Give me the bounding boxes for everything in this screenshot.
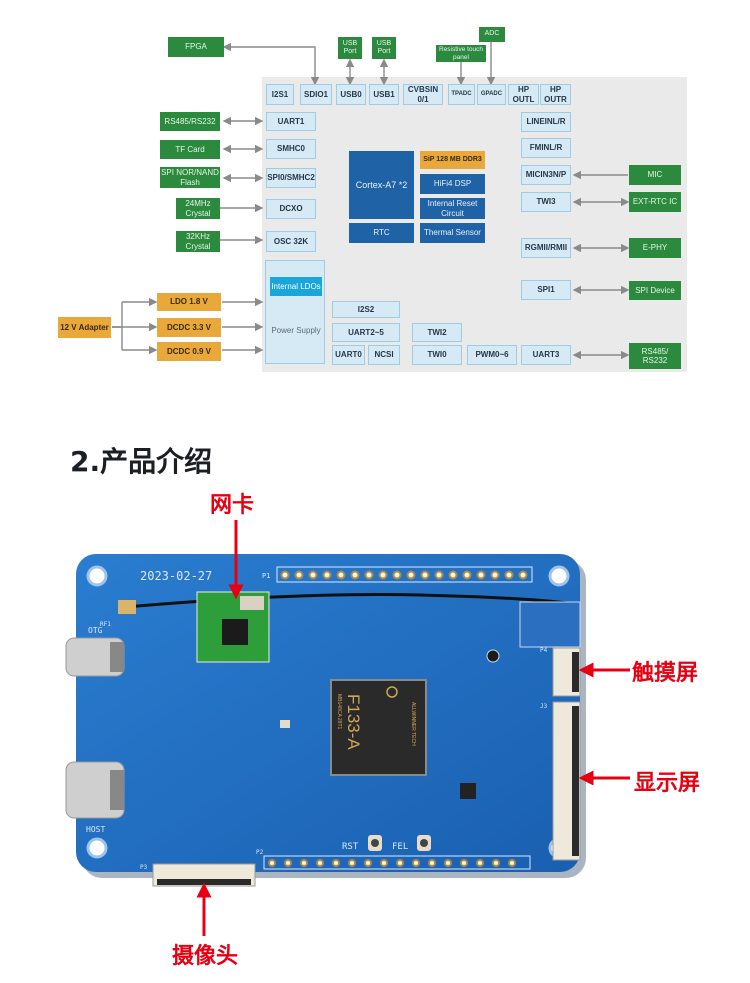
power-supply-label: Power Supply <box>271 326 321 336</box>
silk-p3: P3 <box>140 864 148 871</box>
line-adapter-trunk <box>112 302 123 350</box>
hifi4-dsp-block: HiFi4 DSP <box>420 174 485 194</box>
tf-card-box: TF Card <box>160 140 220 159</box>
dcxo-block: DCXO <box>266 199 316 219</box>
adc-box: ADC <box>479 27 505 42</box>
uart1-block: UART1 <box>266 112 316 131</box>
ext-rtc-box: EXT-RTC IC <box>629 192 681 212</box>
silk-rst: RST <box>342 842 359 852</box>
twi3-block: TWI3 <box>521 192 571 212</box>
gpadc-block: GPADC <box>477 84 506 105</box>
internal-ldos-block: Internal LDOs <box>270 277 322 296</box>
callout-wifi: 网卡 <box>210 493 255 518</box>
usb-host-port <box>65 761 125 819</box>
micin-block: MICIN3N/P <box>521 165 571 185</box>
twi0-block: TWI0 <box>412 345 462 365</box>
soc-chip <box>330 679 427 776</box>
fpga-box: FPGA <box>168 37 224 57</box>
usb-port-1-box: USB Port <box>372 37 396 59</box>
i2s1-block: I2S1 <box>266 84 294 105</box>
smhc0-block: SMHC0 <box>266 139 316 159</box>
silk-otg: OTG <box>88 626 103 635</box>
hp-outl-block: HP OUTL <box>508 84 539 105</box>
callout-touch: 触摸屏 <box>632 661 699 686</box>
silk-p1: P1 <box>262 572 270 580</box>
i2s2-block: I2S2 <box>332 301 400 318</box>
adapter-box: 12 V Adapter <box>58 317 111 338</box>
silk-p2: P2 <box>256 849 264 856</box>
ncsi-block: NCSI <box>368 345 400 365</box>
usb1-block: USB1 <box>369 84 399 105</box>
sdio1-block: SDIO1 <box>300 84 332 105</box>
uart0-block: UART0 <box>332 345 365 365</box>
spi1-block: SPI1 <box>521 280 571 300</box>
connector-area <box>519 601 581 648</box>
pcb <box>76 554 580 872</box>
section-title: 2.产品介绍 <box>70 445 213 478</box>
connector-lines <box>112 42 630 360</box>
ldo-1v8-box: LDO 1.8 V <box>157 293 221 311</box>
usb-port-0-box: USB Port <box>338 37 362 59</box>
rtc-block: RTC <box>349 223 414 243</box>
callout-arrows <box>196 520 630 936</box>
reset-circuit-block: Internal Reset Circuit <box>420 198 485 219</box>
silk-host: HOST <box>86 825 105 834</box>
rs485-box: RS485/RS232 <box>160 112 220 131</box>
silk-p4: P4 <box>540 647 548 654</box>
antenna-connector <box>118 600 136 614</box>
u4-chip <box>460 783 476 799</box>
tpadc-block: TPADC <box>448 84 475 105</box>
board-date: 2023-02-27 <box>140 569 212 583</box>
pwm-block: PWM0~6 <box>467 345 517 365</box>
chip-code: MB148CA 28T1 <box>336 694 342 730</box>
uart3-block: UART3 <box>521 345 571 365</box>
usb-otg-port <box>65 637 125 677</box>
chip-model: F133-A <box>344 694 363 750</box>
wifi-crystal <box>240 596 264 610</box>
spi-device-box: SPI Device <box>629 281 681 300</box>
crystal-32khz-box: 32KHz Crystal <box>176 231 220 252</box>
crystal-24mhz-box: 24MHz Crystal <box>176 198 220 219</box>
dcdc-0v9-box: DCDC 0.9 V <box>157 342 221 361</box>
e-phy-box: E-PHY <box>629 238 681 258</box>
crystal-y1 <box>280 720 290 728</box>
line-fpga <box>222 42 320 86</box>
header-p1-pins <box>280 570 528 580</box>
cpu-block: Cortex-A7 *2 <box>349 151 414 219</box>
hp-outr-block: HP OUTR <box>540 84 571 105</box>
wifi-chip <box>222 619 248 645</box>
rs485-rs232-box: RS485/ RS232 <box>629 343 681 369</box>
header-p2 <box>263 855 531 870</box>
uart2-5-block: UART2~5 <box>332 323 400 342</box>
callout-display: 显示屏 <box>634 771 701 796</box>
resistive-touch-box: Resistive touch panel <box>436 45 486 62</box>
osc32k-block: OSC 32K <box>266 231 316 252</box>
silk-rf1: RF1 <box>100 621 111 628</box>
board-illustration: 2023-02-27 P1 RF1 OTG HOST MB148CA 28T1 … <box>65 520 630 936</box>
twi2-block: TWI2 <box>412 323 462 342</box>
chip-brand: ALLWINNER TECH <box>410 702 416 746</box>
spi0-smhc2-block: SPI0/SMHC2 <box>266 168 316 188</box>
silk-j3: J3 <box>540 703 548 710</box>
dcdc-3v3-box: DCDC 3.3 V <box>157 318 221 337</box>
power-supply-panel <box>265 260 325 364</box>
header-p2-pins <box>268 859 516 867</box>
silk-fel: FEL <box>392 842 408 852</box>
mic-box: MIC <box>629 165 681 185</box>
sip-ddr3-block: SiP 128 MB DDR3 <box>420 151 485 169</box>
spi-flash-box: SPI NOR/NAND Flash <box>160 167 220 188</box>
rgmii-block: RGMII/RMII <box>521 238 571 258</box>
allwinner-logo <box>386 686 398 698</box>
cvbsin-block: CVBSIN 0/1 <box>403 84 443 105</box>
header-p1 <box>276 566 533 583</box>
buzzer <box>486 649 500 663</box>
linein-block: LINEINL/R <box>521 112 571 132</box>
thermal-sensor-block: Thermal Sensor <box>420 223 485 243</box>
usb0-block: USB0 <box>336 84 366 105</box>
fmin-block: FMINL/R <box>521 138 571 158</box>
callout-camera: 摄像头 <box>172 944 239 969</box>
